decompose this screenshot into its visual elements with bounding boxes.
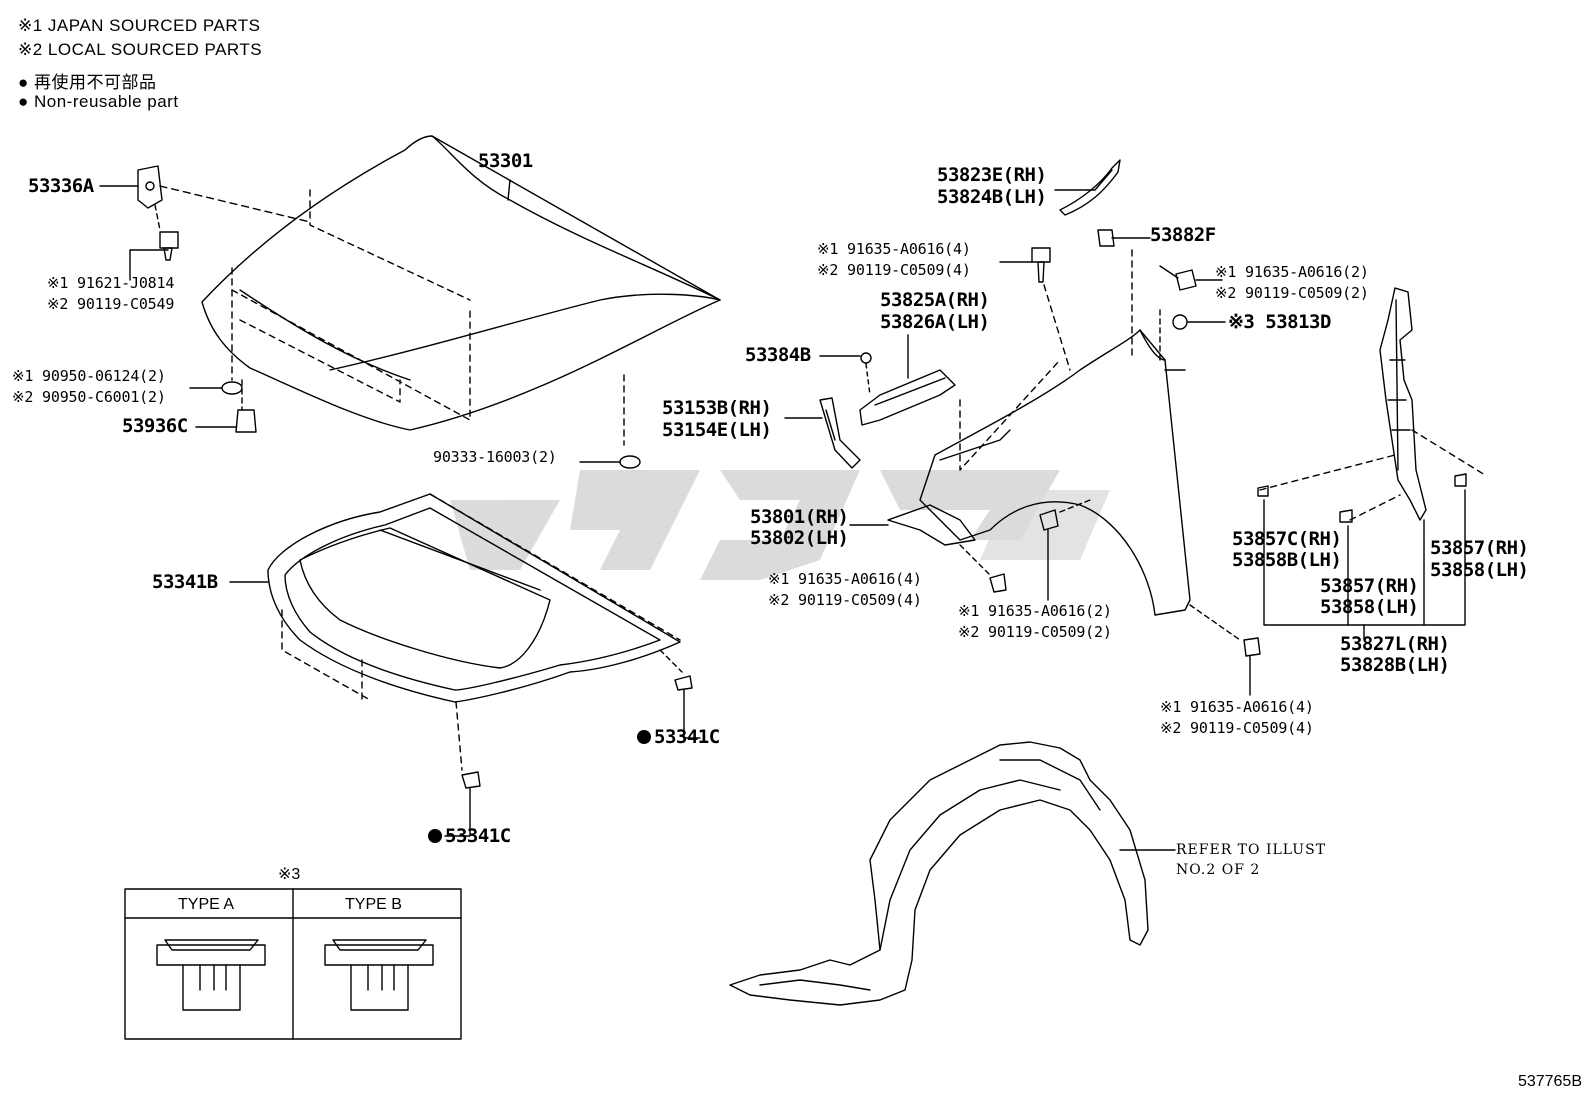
bracket-53153b: [784, 397, 861, 469]
part-label-bolt-d2[interactable]: ※2 90119-C0509(2): [958, 623, 1112, 641]
legend-non-reusable-en: ● Non-reusable part: [18, 92, 179, 111]
part-label-protector-lh[interactable]: 53824B(LH): [937, 186, 1047, 208]
hood-insulator: [229, 493, 683, 771]
catalog-number: 537765B: [1517, 1073, 1582, 1090]
non-reusable-dot-icon: [637, 730, 651, 744]
hood-panel: [201, 135, 721, 446]
part-label-bolt-e2[interactable]: ※2 90119-C0509(2): [1215, 284, 1369, 302]
refer-note-line1: REFER TO ILLUST: [1176, 842, 1327, 858]
side-seal-53827l: [1257, 287, 1486, 641]
part-label-insulator[interactable]: 53341B: [152, 571, 218, 593]
part-label-seal-857-b[interactable]: 53857(RH): [1320, 575, 1419, 597]
seal-53825a: [819, 334, 956, 426]
fender-liner: [729, 741, 1176, 1006]
part-label-bolt-c1[interactable]: ※1 91635-A0616(4): [768, 570, 922, 588]
clip-bottom-text: 53341C: [445, 825, 511, 847]
part-label-clip-813[interactable]: ※3 53813D: [1228, 311, 1331, 333]
part-label-fender-brkt-lh[interactable]: 53802(LH): [750, 527, 849, 549]
washer: [189, 379, 641, 469]
clip-53341c: [444, 675, 701, 837]
part-label-fender-brkt-rh[interactable]: 53801(RH): [750, 506, 849, 528]
type-a-label: TYPE A: [178, 896, 235, 913]
front-fender: [849, 329, 1261, 696]
part-label-seal-827[interactable]: 53827L(RH): [1340, 633, 1450, 655]
legend-japan-sourced: ※1 JAPAN SOURCED PARTS: [18, 16, 261, 35]
part-label-bracket-f[interactable]: 53882F: [1150, 224, 1216, 246]
part-label-bolt-f2[interactable]: ※2 90119-C0509(4): [1160, 719, 1314, 737]
part-label-clip-384[interactable]: 53384B: [745, 344, 811, 366]
legend-non-reusable-jp: ● 再使用不可部品: [18, 73, 157, 92]
part-label-bolt-d1[interactable]: ※1 91635-A0616(2): [958, 602, 1112, 620]
part-label-hood-seal[interactable]: 90333-16003(2): [433, 448, 557, 466]
part-label-seal-828[interactable]: 53828B(LH): [1340, 654, 1450, 676]
part-label-seal-lh[interactable]: 53826A(LH): [880, 311, 990, 333]
watermark-logo: [450, 470, 1110, 580]
bracket-53882f: [1097, 229, 1151, 361]
part-label-seal-858-b[interactable]: 53858(LH): [1320, 596, 1419, 618]
refer-note-line2: NO.2 OF 2: [1176, 862, 1261, 878]
part-label-washer-1[interactable]: ※1 90950-06124(2): [12, 367, 166, 385]
type-box-caption: ※3: [278, 866, 301, 883]
part-label-bolt-b1[interactable]: ※1 91635-A0616(4): [817, 240, 971, 258]
part-label-washer-2[interactable]: ※2 90950-C6001(2): [12, 388, 166, 406]
bolt: [999, 247, 1226, 371]
part-label-bracket-rh[interactable]: 53153B(RH): [662, 397, 772, 419]
part-label-hood[interactable]: 53301: [478, 150, 533, 172]
legend-local-sourced: ※2 LOCAL SOURCED PARTS: [18, 40, 263, 59]
part-label-protector-rh[interactable]: 53823E(RH): [937, 164, 1047, 186]
clip-right-text: 53341C: [654, 726, 720, 748]
part-label-seal-857c[interactable]: 53857C(RH): [1232, 528, 1342, 550]
type-box: [124, 888, 462, 1040]
part-label-bolt-b2[interactable]: ※2 90119-C0509(4): [817, 261, 971, 279]
non-reusable-dot-icon: [428, 829, 442, 843]
part-label-seal-858b[interactable]: 53858B(LH): [1232, 549, 1342, 571]
part-label-hinge[interactable]: 53336A: [28, 175, 94, 197]
hinge-bracket: [99, 165, 311, 281]
protector-strip: [1054, 159, 1121, 216]
part-label-bolt-e1[interactable]: ※1 91635-A0616(2): [1215, 263, 1369, 281]
part-label-bolt-a1[interactable]: ※1 91621-J0814: [47, 274, 175, 292]
part-label-cushion[interactable]: 53936C: [122, 415, 188, 437]
part-label-seal-rh[interactable]: 53825A(RH): [880, 289, 990, 311]
part-label-clip-right[interactable]: 53341C: [637, 727, 720, 748]
part-label-bolt-c2[interactable]: ※2 90119-C0509(4): [768, 591, 922, 609]
part-label-clip-bottom[interactable]: 53341C: [428, 826, 511, 847]
part-label-seal-858-a[interactable]: 53858(LH): [1430, 559, 1529, 581]
part-label-bolt-f1[interactable]: ※1 91635-A0616(4): [1160, 698, 1314, 716]
part-label-seal-857-a[interactable]: 53857(RH): [1430, 537, 1529, 559]
type-b-label: TYPE B: [345, 896, 402, 913]
part-label-bracket-lh[interactable]: 53154E(LH): [662, 419, 772, 441]
part-label-bolt-a2[interactable]: ※2 90119-C0549: [47, 295, 175, 313]
